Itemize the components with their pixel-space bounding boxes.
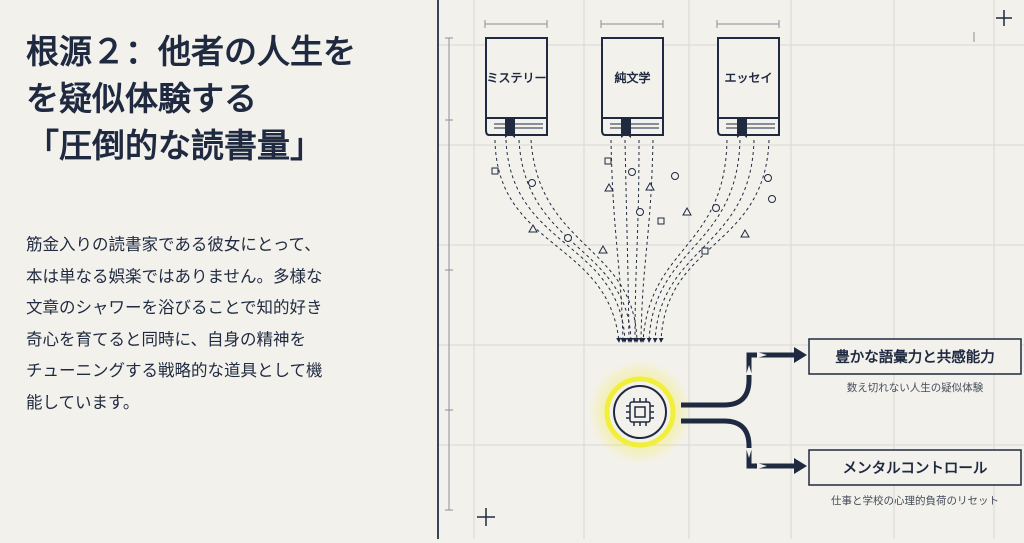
flow-particles — [491, 157, 776, 255]
description-line-4: 奇心を育てると同時に、自身の精神を — [26, 329, 307, 349]
output-title-mental-control: メンタルコントロール — [843, 460, 988, 477]
description-line-1: 筋金入りの読書家である彼女にとって、 — [26, 235, 321, 254]
output-vocabulary: 豊かな語彙力と共感能力 数え切れない人生の疑似体験 — [808, 338, 1022, 394]
description-text: 筋金入りの読書家である彼女にとって、 本は単なる娯楽ではありません。多様な 文章… — [26, 229, 418, 419]
book-essay: エッセイ — [717, 37, 780, 138]
chip-icon — [626, 398, 654, 426]
knowledge-flow-curves — [494, 139, 770, 343]
output-pipes — [681, 352, 797, 469]
diagram-panel: ミステリー 純文学 エッセイ — [439, 0, 1024, 539]
crosshair-marks — [477, 10, 1012, 526]
title-line-1: 根源２：他者の人生を — [26, 32, 356, 71]
output-caption-mental-control: 仕事と学校の心理的負荷のリセット — [831, 494, 999, 507]
reading-flow-diagram: ミステリー 純文学 エッセイ — [439, 0, 1024, 539]
book-label-mystery: ミステリー — [486, 71, 546, 85]
output-mental-control: メンタルコントロール 仕事と学校の心理的負荷のリセット — [808, 449, 1022, 507]
output-title-vocabulary: 豊かな語彙力と共感能力 — [835, 348, 995, 366]
panel-divider — [437, 0, 439, 539]
processor-node — [588, 360, 692, 464]
title-line-3: 「圧倒的な読書量」 — [26, 126, 323, 165]
pipe-arrows — [746, 347, 807, 474]
book-mystery: ミステリー — [485, 37, 548, 138]
book-literature: 純文学 — [601, 37, 664, 138]
description-line-2: 本は単なる娯楽ではありません。多様な — [26, 266, 323, 286]
text-panel: 根源２：他者の人生を を疑似体験する 「圧倒的な読書量」 筋金入りの読書家である… — [0, 0, 437, 539]
description-line-3: 文章のシャワーを浴びることで知的好き — [26, 298, 323, 318]
title-line-2: を疑似体験する — [26, 79, 257, 118]
dimension-guides — [445, 20, 975, 511]
book-label-essay: エッセイ — [724, 71, 772, 85]
description-line-6: 能しています。 — [26, 392, 140, 412]
book-label-literature: 純文学 — [614, 70, 650, 85]
output-caption-vocabulary: 数え切れない人生の疑似体験 — [847, 381, 984, 394]
page-title: 根源２：他者の人生を を疑似体験する 「圧倒的な読書量」 — [26, 28, 431, 169]
description-line-5: チューニングする戦略的な道具として機 — [26, 361, 323, 381]
